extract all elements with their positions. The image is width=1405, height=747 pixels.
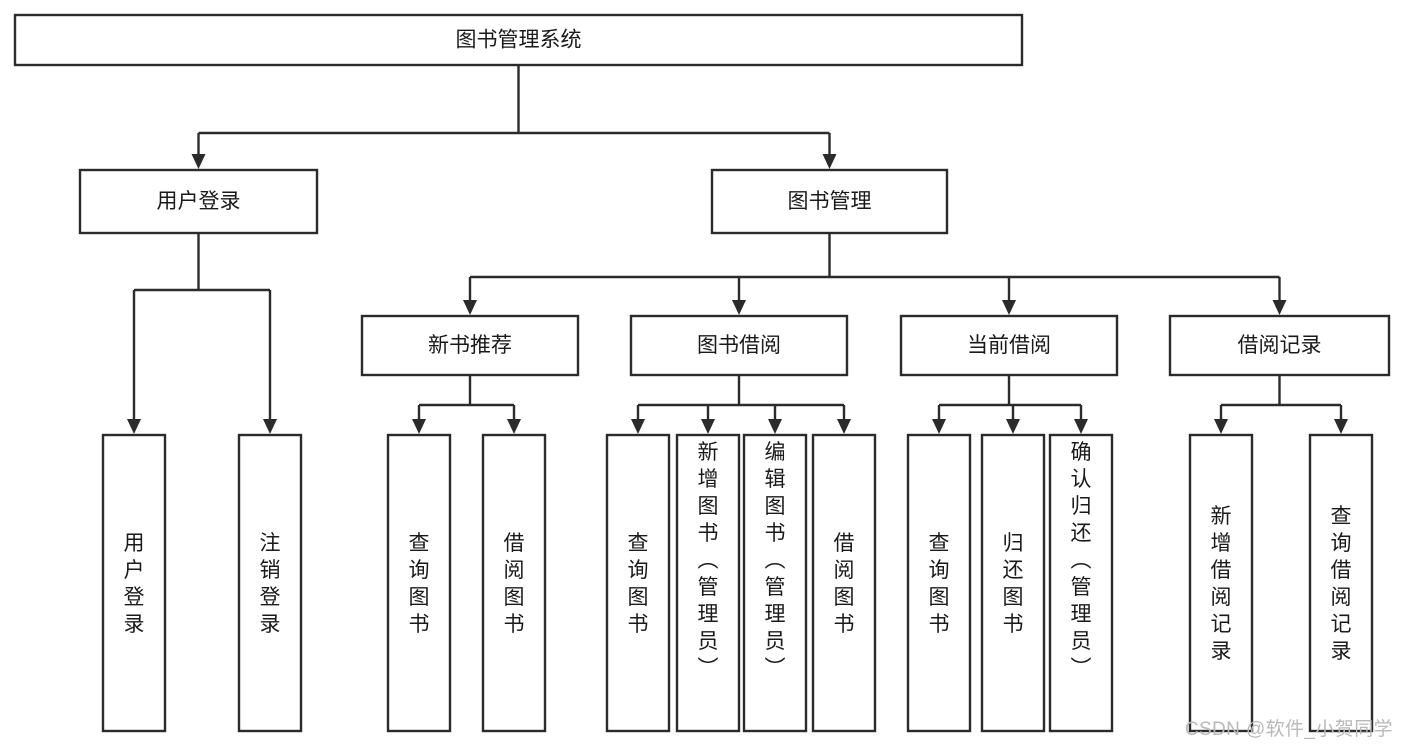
leaf-0-用户登录-label: 用户登录 xyxy=(124,532,145,636)
arrow-head-icon xyxy=(412,419,426,434)
connector-当前借阅-to-leaves xyxy=(932,375,1088,434)
leaf-1-注销登录-rect xyxy=(237,433,303,733)
leaf-7-借阅图书-label: 借阅图书 xyxy=(834,532,855,636)
leaf-6-编辑图书管理员-rect xyxy=(742,433,808,733)
node-l3-图书借阅[interactable]: 图书借阅 xyxy=(629,314,849,377)
arrow-head-icon xyxy=(701,419,715,434)
leaf-11-新增借阅记录-rect xyxy=(1188,433,1254,733)
leaf-5-新增图书管理员-rect xyxy=(675,433,741,733)
arrow-head-icon xyxy=(263,419,277,434)
arrow-head-icon xyxy=(732,300,746,315)
node-l3-当前借阅-rect xyxy=(899,314,1119,377)
node-l2-用户登录-label: 用户登录 xyxy=(157,190,241,213)
leaf-9-归还图书-rect xyxy=(980,433,1046,733)
node-root-图书管理系统-label: 图书管理系统 xyxy=(456,29,582,52)
leaf-1-注销登录[interactable]: 注销登录 xyxy=(237,433,303,733)
node-l3-图书借阅-label: 图书借阅 xyxy=(697,334,781,357)
node-l2-图书管理[interactable]: 图书管理 xyxy=(710,168,949,235)
arrow-head-icon xyxy=(837,419,851,434)
node-root-图书管理系统[interactable]: 图书管理系统 xyxy=(13,13,1024,67)
leaf-4-查询图书[interactable]: 查询图书 xyxy=(605,433,671,733)
arrow-head-icon xyxy=(631,419,645,434)
leaf-1-注销登录-label: 注销登录 xyxy=(260,532,281,636)
leaf-12-查询借阅记录-label: 查询借阅记录 xyxy=(1331,505,1352,663)
leaf-8-查询图书-rect xyxy=(906,433,972,733)
node-l3-借阅记录[interactable]: 借阅记录 xyxy=(1168,314,1391,377)
leaf-3-借阅图书-label: 借阅图书 xyxy=(504,532,525,636)
leaf-8-查询图书[interactable]: 查询图书 xyxy=(906,433,972,733)
connector-login-to-leaves xyxy=(127,233,277,434)
watermark: CSDN @软件_小贺同学 xyxy=(1184,719,1393,740)
arrow-head-icon xyxy=(507,419,521,434)
leaf-7-借阅图书[interactable]: 借阅图书 xyxy=(811,433,877,733)
node-l2-图书管理-label: 图书管理 xyxy=(788,190,872,213)
connector-借阅记录-to-leaves xyxy=(1214,375,1348,434)
leaf-9-归还图书[interactable]: 归还图书 xyxy=(980,433,1046,733)
arrow-head-icon xyxy=(932,419,946,434)
node-l2-用户登录[interactable]: 用户登录 xyxy=(78,168,319,235)
node-l3-图书借阅-rect xyxy=(629,314,849,377)
node-l3-借阅记录-label: 借阅记录 xyxy=(1238,334,1322,357)
arrow-head-icon xyxy=(822,154,837,169)
node-root-图书管理系统-rect xyxy=(13,13,1024,67)
leaf-5-新增图书管理员-label: 新增图书︵管理员︶ xyxy=(698,441,719,680)
connector-root-to-level2 xyxy=(191,65,837,169)
node-l3-当前借阅[interactable]: 当前借阅 xyxy=(899,314,1119,377)
leaf-12-查询借阅记录-rect xyxy=(1308,433,1374,733)
arrow-head-icon xyxy=(1002,300,1016,315)
leaf-4-查询图书-label: 查询图书 xyxy=(628,532,649,636)
node-l3-新书推荐-label: 新书推荐 xyxy=(428,334,512,357)
leaf-10-确认归还管理员-label: 确认归还︵管理员︶ xyxy=(1071,441,1092,680)
arrow-head-icon xyxy=(463,300,477,315)
arrow-head-icon xyxy=(768,419,782,434)
leaf-10-确认归还管理员[interactable]: 确认归还︵管理员︶ xyxy=(1048,433,1114,733)
arrow-head-icon xyxy=(191,154,206,169)
leaf-5-新增图书管理员[interactable]: 新增图书︵管理员︶ xyxy=(675,433,741,733)
node-l3-借阅记录-rect xyxy=(1168,314,1391,377)
leaf-10-确认归还管理员-rect xyxy=(1048,433,1114,733)
leaf-6-编辑图书管理员[interactable]: 编辑图书︵管理员︶ xyxy=(742,433,808,733)
leaf-4-查询图书-rect xyxy=(605,433,671,733)
leaf-11-新增借阅记录-label: 新增借阅记录 xyxy=(1211,505,1232,663)
arrow-head-icon xyxy=(1334,419,1348,434)
node-l3-新书推荐[interactable]: 新书推荐 xyxy=(360,314,580,377)
leaf-0-用户登录-rect xyxy=(101,433,167,733)
node-l3-新书推荐-rect xyxy=(360,314,580,377)
node-l3-当前借阅-label: 当前借阅 xyxy=(967,334,1051,357)
leaf-12-查询借阅记录[interactable]: 查询借阅记录 xyxy=(1308,433,1374,733)
leaf-7-借阅图书-rect xyxy=(811,433,877,733)
connector-新书推荐-to-leaves xyxy=(412,375,521,434)
arrow-head-icon xyxy=(1074,419,1088,434)
arrow-head-icon xyxy=(127,419,141,434)
arrow-head-icon xyxy=(1272,300,1287,315)
leaf-3-借阅图书[interactable]: 借阅图书 xyxy=(481,433,547,733)
connector-图书借阅-to-leaves xyxy=(631,375,851,434)
leaf-0-用户登录[interactable]: 用户登录 xyxy=(101,433,167,733)
leaf-6-编辑图书管理员-label: 编辑图书︵管理员︶ xyxy=(765,441,786,680)
connectors-layer xyxy=(127,65,1348,434)
leaf-2-查询图书-rect xyxy=(386,433,452,733)
nodes-layer: 图书管理系统用户登录图书管理新书推荐图书借阅当前借阅借阅记录用户登录注销登录查询… xyxy=(13,13,1391,733)
leaf-9-归还图书-label: 归还图书 xyxy=(1003,532,1024,636)
arrow-head-icon xyxy=(1214,419,1228,434)
node-l2-图书管理-rect xyxy=(710,168,949,235)
node-l2-用户登录-rect xyxy=(78,168,319,235)
leaf-3-借阅图书-rect xyxy=(481,433,547,733)
leaf-8-查询图书-label: 查询图书 xyxy=(929,532,950,636)
leaf-2-查询图书[interactable]: 查询图书 xyxy=(386,433,452,733)
connector-books-to-level3 xyxy=(463,233,1287,315)
leaf-2-查询图书-label: 查询图书 xyxy=(409,532,430,636)
arrow-head-icon xyxy=(1006,419,1020,434)
leaf-11-新增借阅记录[interactable]: 新增借阅记录 xyxy=(1188,433,1254,733)
